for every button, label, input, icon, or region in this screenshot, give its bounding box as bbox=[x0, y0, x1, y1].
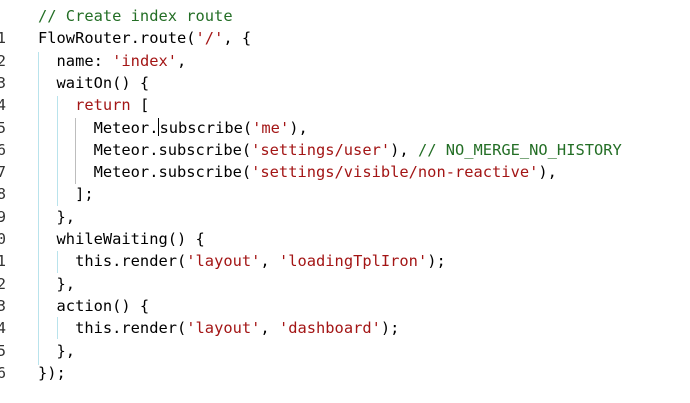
code-line[interactable]: 0 whileWaiting() { bbox=[0, 228, 690, 250]
code-line[interactable]: 4 this.render('layout', 'dashboard'); bbox=[0, 317, 690, 339]
line-number: 5 bbox=[0, 118, 6, 137]
line-number: 4 bbox=[0, 319, 6, 338]
code-text: return [ bbox=[38, 94, 149, 116]
code-line[interactable]: 3 action() { bbox=[0, 295, 690, 317]
code-line[interactable]: // Create index route bbox=[0, 5, 690, 27]
line-number: 3 bbox=[0, 296, 6, 315]
indent-guide-level-2 bbox=[57, 96, 58, 206]
token-plain bbox=[38, 96, 75, 114]
token-plain: [ bbox=[130, 96, 150, 115]
text-cursor bbox=[158, 118, 160, 136]
token-plain: }); bbox=[38, 363, 66, 382]
token-string: 'settings/user' bbox=[251, 140, 391, 159]
token-plain: , bbox=[260, 252, 279, 271]
line-number: 1 bbox=[0, 252, 6, 271]
code-line[interactable]: 1 this.render('layout', 'loadingTplIron'… bbox=[0, 250, 690, 272]
code-line[interactable]: 5 }, bbox=[0, 340, 690, 362]
token-plain: Meteor.subscribe( bbox=[38, 163, 252, 182]
code-text: action() { bbox=[38, 295, 150, 317]
token-plain: FlowRouter.route( bbox=[38, 29, 196, 48]
token-plain: ), bbox=[390, 140, 418, 159]
token-plain: subscribe( bbox=[159, 118, 253, 137]
token-plain: , bbox=[177, 51, 187, 70]
indent-guide-level-3 bbox=[75, 118, 76, 184]
token-plain: , { bbox=[223, 29, 252, 48]
token-string: 'loadingTplIron' bbox=[278, 252, 428, 271]
token-plain: }, bbox=[38, 274, 76, 293]
code-line[interactable]: 2 }, bbox=[0, 273, 690, 295]
code-text: }, bbox=[38, 273, 76, 295]
code-text: ]; bbox=[38, 183, 94, 205]
token-plain: Meteor. bbox=[38, 118, 159, 137]
line-number: 4 bbox=[0, 96, 6, 115]
line-number: 5 bbox=[0, 341, 6, 360]
code-line[interactable]: 1 FlowRouter.route('/', { bbox=[0, 27, 690, 49]
code-text: }); bbox=[38, 362, 66, 384]
code-text: this.render('layout', 'dashboard'); bbox=[38, 317, 399, 339]
code-text: // Create index route bbox=[38, 5, 233, 27]
line-number: 7 bbox=[0, 163, 6, 182]
token-plain: ); bbox=[380, 319, 400, 338]
token-plain: this.render( bbox=[38, 319, 187, 338]
code-line[interactable]: 8 ]; bbox=[0, 183, 690, 205]
code-text: Meteor.subscribe('settings/user'), // NO… bbox=[38, 139, 622, 161]
token-keyword: return bbox=[75, 96, 131, 115]
code-text: whileWaiting() { bbox=[38, 228, 205, 250]
line-number: 2 bbox=[0, 274, 6, 293]
token-comment: // Create index route bbox=[38, 7, 233, 25]
token-string: 'me' bbox=[252, 118, 290, 137]
code-text: }, bbox=[38, 340, 76, 362]
line-number: 1 bbox=[0, 29, 6, 48]
line-number: 6 bbox=[0, 363, 6, 382]
token-plain: whileWaiting() { bbox=[38, 230, 205, 248]
code-text: name: 'index', bbox=[38, 50, 187, 72]
line-number: 9 bbox=[0, 207, 6, 226]
token-plain: ]; bbox=[38, 185, 94, 204]
token-plain: ), bbox=[289, 118, 308, 137]
line-number: 8 bbox=[0, 185, 6, 204]
token-comment: // NO_MERGE_NO_HISTORY bbox=[417, 140, 622, 159]
token-string: 'settings/visible/non-reactive' bbox=[251, 163, 539, 182]
line-number: 2 bbox=[0, 51, 6, 70]
token-plain: }, bbox=[38, 207, 76, 226]
line-number: 6 bbox=[0, 140, 6, 159]
code-line[interactable]: 9 }, bbox=[0, 206, 690, 228]
token-plain: }, bbox=[38, 341, 76, 360]
token-string: 'layout' bbox=[186, 252, 261, 271]
code-line[interactable]: 6 Meteor.subscribe('settings/user'), // … bbox=[0, 139, 690, 161]
token-string: '/' bbox=[195, 29, 224, 48]
token-string: 'dashboard' bbox=[278, 319, 381, 338]
token-plain: Meteor.subscribe( bbox=[38, 140, 252, 159]
code-text: Meteor.subscribe('settings/visible/non-r… bbox=[38, 161, 557, 183]
code-line[interactable]: 5 Meteor.subscribe('me'), bbox=[0, 117, 690, 139]
token-plain: ); bbox=[427, 252, 446, 271]
code-line[interactable]: 7 Meteor.subscribe('settings/visible/non… bbox=[0, 161, 690, 183]
code-line[interactable]: 2 name: 'index', bbox=[0, 50, 690, 72]
token-plain: action() { bbox=[38, 296, 150, 315]
code-text: }, bbox=[38, 206, 76, 228]
token-plain: ), bbox=[538, 163, 557, 182]
token-string: 'layout' bbox=[186, 319, 261, 338]
line-number: 3 bbox=[0, 73, 6, 92]
code-line[interactable]: 4 return [ bbox=[0, 94, 690, 116]
code-text: Meteor.subscribe('me'), bbox=[38, 117, 308, 139]
token-plain: , bbox=[260, 319, 279, 338]
code-line[interactable]: 3 waitOn() { bbox=[0, 72, 690, 94]
indent-guide-while-waiting bbox=[57, 251, 58, 273]
token-plain: this.render( bbox=[38, 252, 187, 271]
indent-guide-action bbox=[57, 317, 58, 339]
code-text: this.render('layout', 'loadingTplIron'); bbox=[38, 250, 446, 272]
line-number: 0 bbox=[0, 230, 6, 248]
code-text: waitOn() { bbox=[38, 72, 150, 94]
token-plain: name: bbox=[38, 51, 113, 70]
indent-guide-level-1 bbox=[38, 52, 39, 365]
code-text: FlowRouter.route('/', { bbox=[38, 27, 251, 49]
token-string: 'index' bbox=[112, 51, 178, 70]
code-line[interactable]: 6}); bbox=[0, 362, 690, 384]
token-plain: waitOn() { bbox=[38, 73, 150, 92]
